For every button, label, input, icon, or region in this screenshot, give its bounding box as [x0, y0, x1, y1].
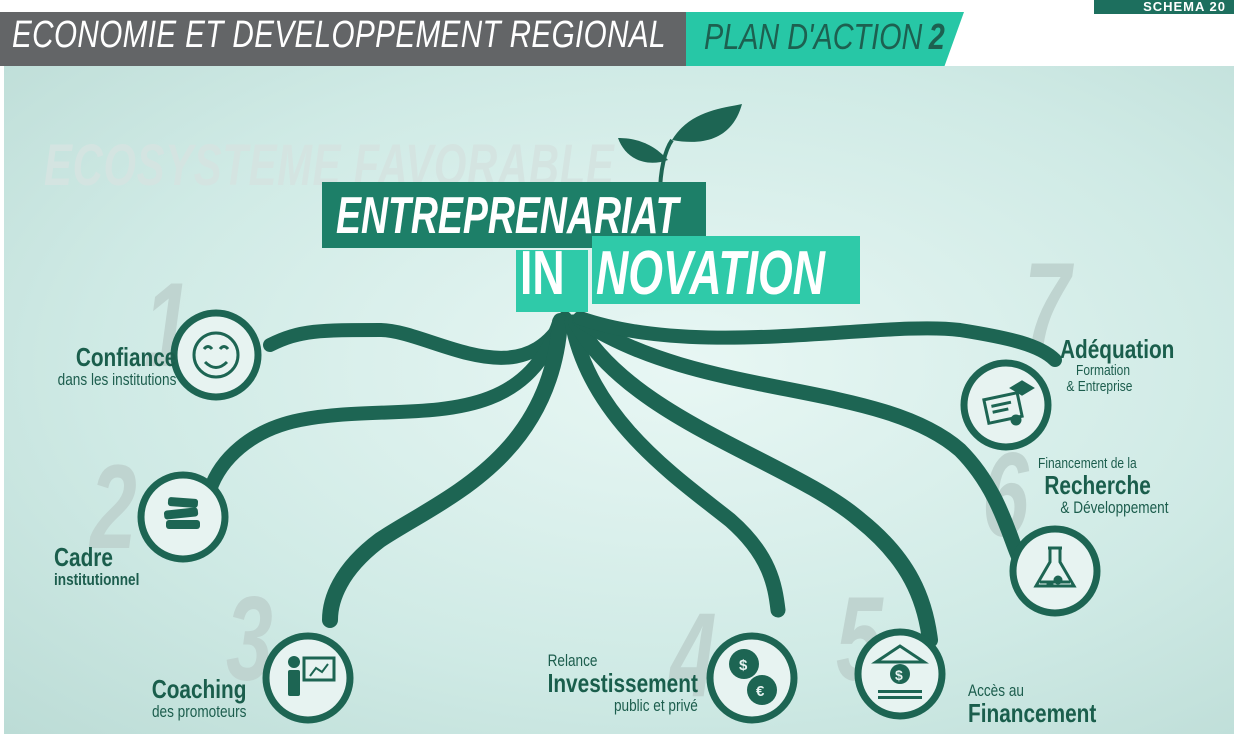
coins-icon: $ € — [729, 649, 777, 705]
title-in: IN — [520, 239, 565, 308]
item-4-subtitle: public et privé — [614, 696, 698, 716]
icon-circle-3 — [262, 632, 354, 724]
bank-icon: $ — [871, 644, 929, 699]
item-2-title: Cadre — [54, 542, 113, 572]
item-6-title: Recherche — [1044, 469, 1151, 500]
diagram-panel: ECOSYSTEME FAVORABLE 1 2 3 4 5 6 7 — [4, 66, 1234, 734]
item-1-label: Confiance dans les institutions — [57, 342, 176, 390]
item-5-title: Financement — [968, 697, 1097, 728]
diploma-icon — [982, 380, 1035, 426]
item-2-subtitle: institutionnel — [54, 570, 140, 590]
title-novation: NOVATION — [596, 239, 825, 308]
item-3-label: Coaching des promoteurs — [151, 674, 246, 722]
item-6-label: Financement de la Recherche & Développem… — [1038, 456, 1169, 517]
item-7-label: Adéquation Formation & Entreprise — [1060, 334, 1175, 396]
title-box-in — [516, 250, 588, 312]
item-2-label: Cadre institutionnel — [54, 542, 140, 590]
header-bar — [0, 12, 690, 66]
item-number-2: 2 — [90, 440, 137, 574]
branch-1 — [263, 311, 572, 365]
plan-label-text: PLAN D'ACTION — [704, 16, 923, 57]
title-box-novation — [592, 236, 860, 304]
svg-text:$: $ — [739, 657, 748, 674]
item-4-title: Investissement — [547, 667, 698, 698]
branch-2 — [203, 313, 567, 497]
item-7-subtitle2: & Entreprise — [1066, 378, 1133, 396]
item-3-title: Coaching — [151, 674, 246, 704]
schema-tag: SCHEMA 20 — [1094, 0, 1234, 14]
icon-circle-6 — [1009, 525, 1101, 617]
item-4-label: Relance Investissement public et privé — [548, 652, 698, 715]
title-entreprenariat: ENTREPRENARIAT — [336, 187, 679, 245]
branch-5 — [568, 314, 938, 648]
item-1-title: Confiance — [75, 342, 176, 372]
svg-text:€: € — [756, 683, 765, 700]
icon-circle-4 — [706, 632, 798, 724]
header-title: ECONOMIE ET DEVELOPPEMENT REGIONAL — [12, 14, 666, 56]
plan-number: 2 — [928, 16, 945, 57]
icon-circle-1 — [170, 309, 262, 401]
item-6-pre: Financement de la — [1038, 455, 1137, 472]
branch-6 — [572, 312, 1028, 568]
item-4-pre: Relance — [547, 651, 598, 670]
plan-banner — [686, 12, 964, 66]
item-7-title: Adéquation — [1060, 334, 1175, 364]
item-1-subtitle: dans les institutions — [57, 370, 176, 390]
item-5-pre: Accès au — [968, 681, 1024, 700]
branch-4 — [564, 314, 786, 618]
item-6-subtitle: & Développement — [1060, 498, 1169, 518]
item-number-4: 4 — [670, 588, 717, 722]
books-icon — [163, 497, 200, 529]
presentation-icon — [288, 656, 336, 696]
icon-circle-7 — [960, 359, 1052, 451]
branch-7 — [573, 311, 1062, 367]
branch-3 — [322, 314, 568, 628]
flask-icon — [1033, 546, 1077, 588]
item-3-subtitle: des promoteurs — [151, 702, 246, 722]
branches-diagram: $ € $ — [137, 104, 1101, 724]
svg-text:$: $ — [895, 667, 903, 683]
item-7-subtitle: Formation — [1076, 362, 1131, 380]
item-5-label: Accès au Financement — [968, 682, 1096, 727]
smiley-icon — [192, 331, 240, 379]
